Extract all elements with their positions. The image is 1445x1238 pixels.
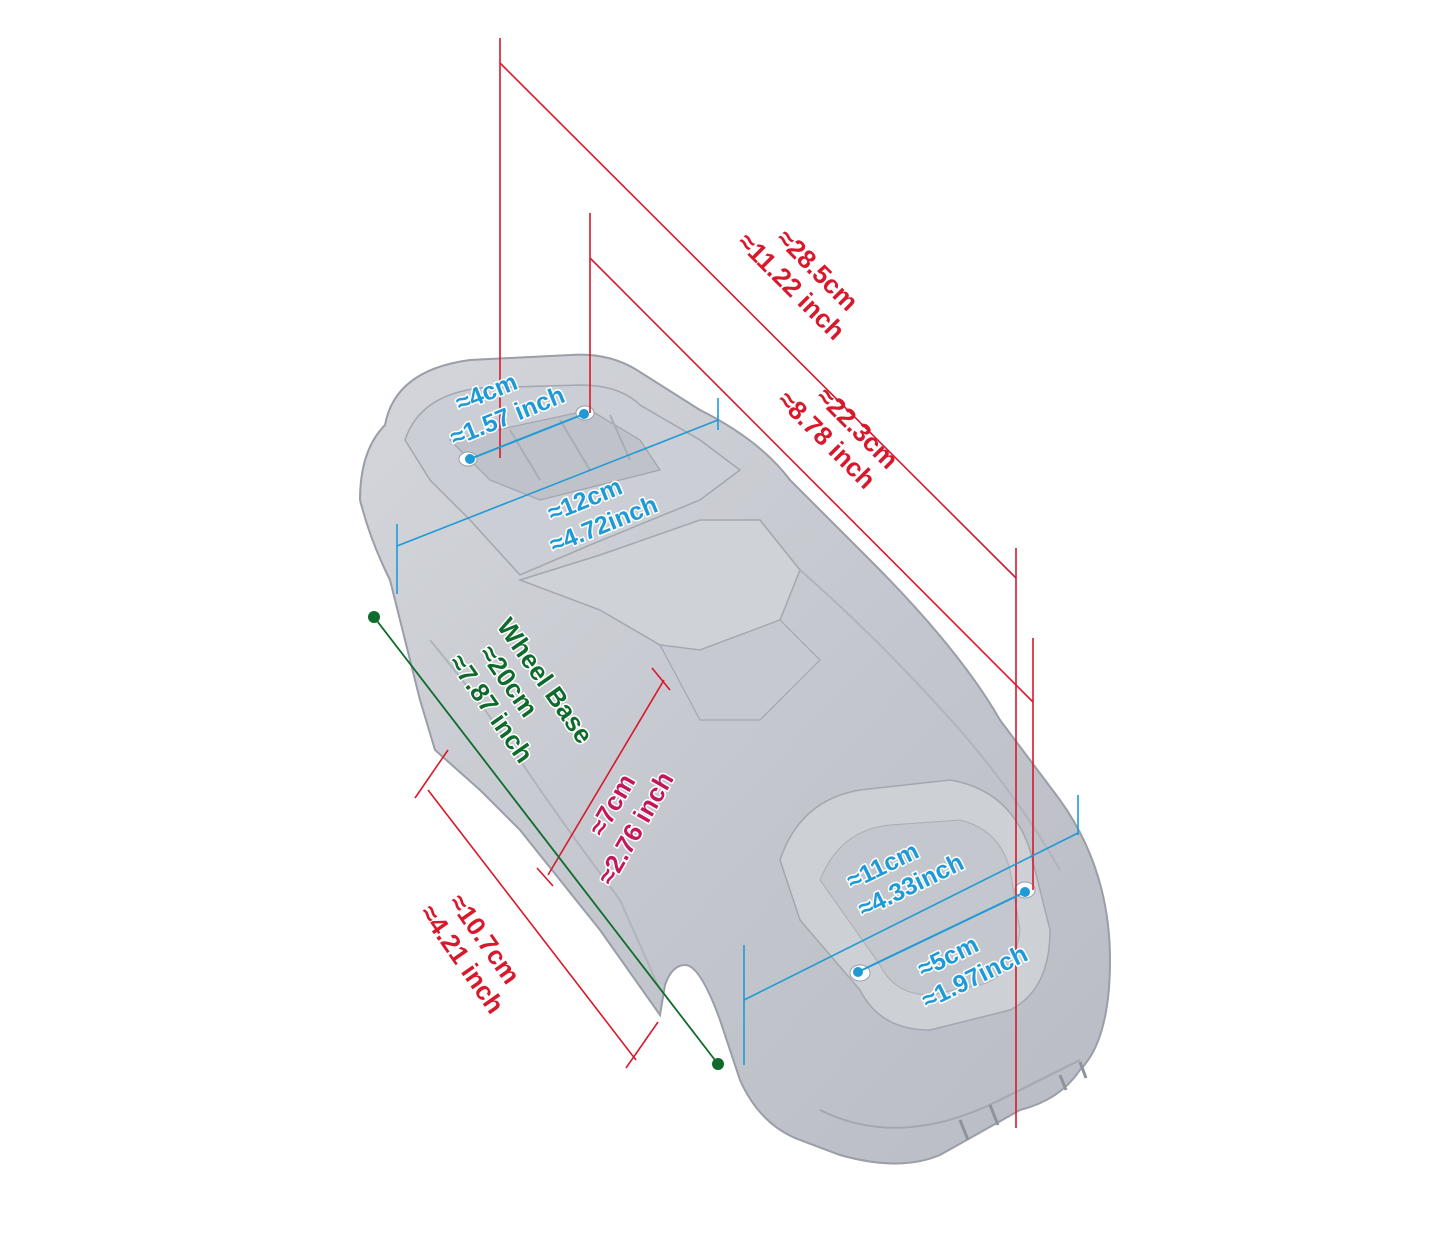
rear-width-dimension [396,398,719,594]
wheel-base-marker-rear [368,611,380,623]
overall-length-dimension [499,38,1017,1128]
front-post-marker-left [853,967,863,977]
wheel-arch-tick-bottom [536,867,554,887]
body-length-dimension [589,213,1034,890]
roof-panel [517,519,801,651]
rear-post-spacing-line [469,413,585,460]
side-opening-line [427,789,637,1061]
front-post-spacing-line [857,891,1026,973]
windshield [658,619,821,721]
hood-scoop-inner [819,819,1021,996]
front-width-line [743,832,1079,1001]
body-length-line [589,257,1034,703]
rear-width-line [396,419,719,547]
overall-length-label: ≈28.5cm ≈11.22 inch [732,223,865,346]
car-body-shell [358,353,1112,1165]
wheel-base-line [373,616,719,1065]
wheel-arch-line [547,679,665,876]
rear-post-spacing-dimension [465,409,589,464]
wheel-base-dimension [368,611,724,1070]
wheel-base-marker-front [712,1058,724,1070]
wheel-arch-dimension [536,667,671,887]
front-width-dimension [743,795,1079,1065]
side-opening-label: ≈10.7cm ≈4.21 inch [414,888,527,1019]
front-post-spacing-dimension [853,887,1030,977]
body-length-label: ≈22.3cm ≈8.78 inch [772,381,905,495]
rear-wing-fins [509,414,631,481]
rear-post-marker-right [579,409,589,419]
overall-length-line [499,62,1017,579]
front-post-marker-right [1020,887,1030,897]
side-crease-left [429,639,661,991]
front-vents [958,1061,1088,1141]
wheel-arch-tick-top [651,667,671,691]
side-opening-dimension [414,749,659,1069]
side-opening-tick-bottom [625,1021,659,1069]
front-bumper [819,1059,1081,1129]
rear-post-marker-left [465,454,475,464]
side-crease-right [799,569,1061,871]
side-opening-tick-top [414,749,449,799]
